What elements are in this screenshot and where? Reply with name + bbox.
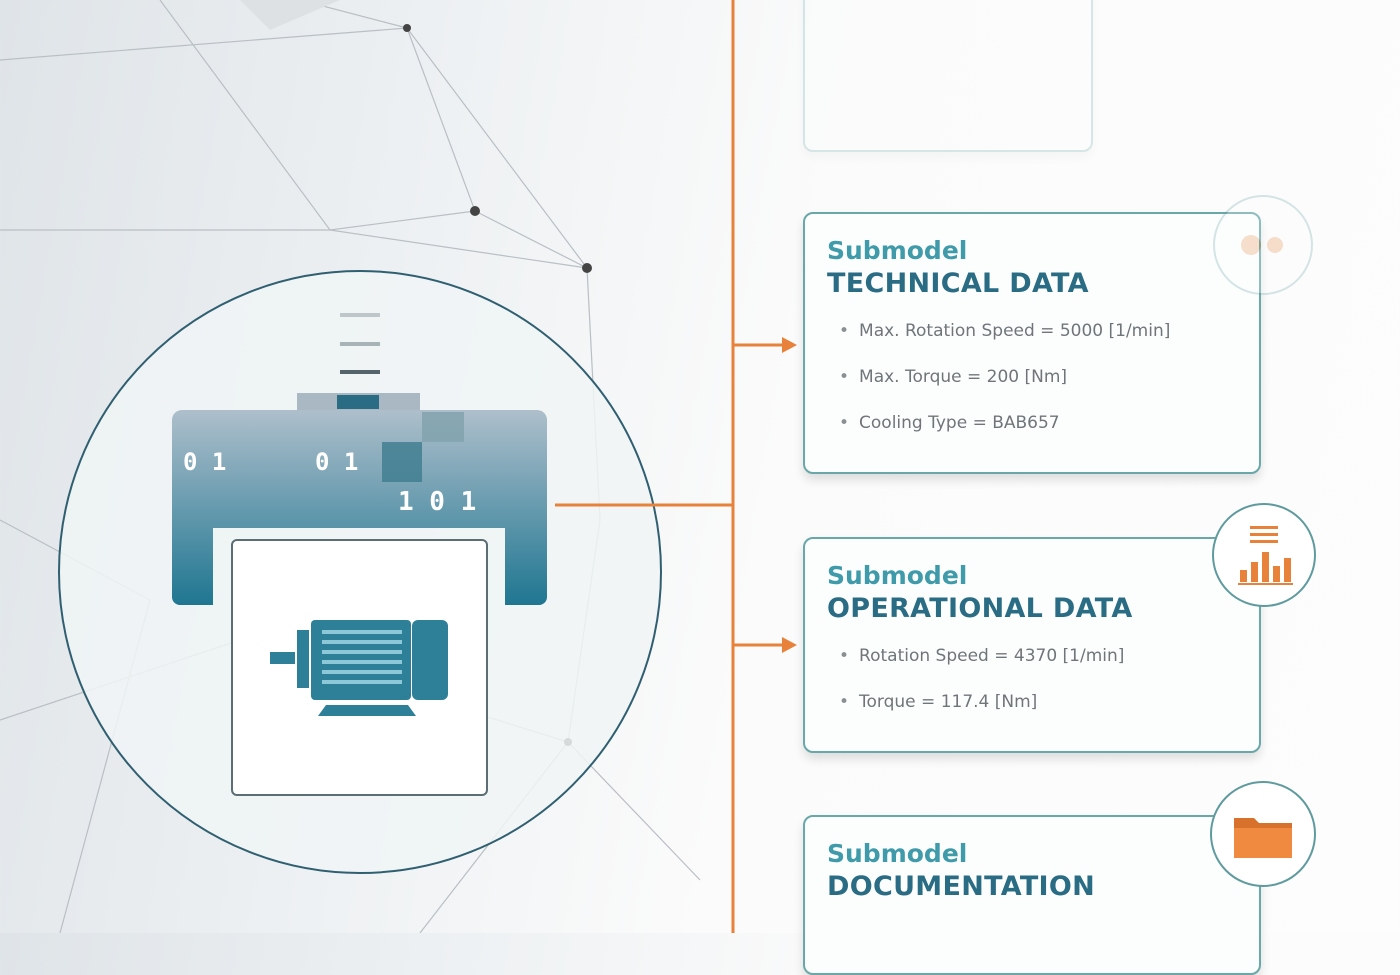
list-item: Cooling Type = BAB657 <box>839 400 1237 446</box>
gears-icon <box>1213 195 1313 295</box>
bits-3: 1 0 1 <box>398 487 476 517</box>
card-title: DOCUMENTATION <box>827 871 1096 902</box>
card-subtitle: Submodel <box>827 839 968 868</box>
bits-2: 0 1 <box>315 448 358 476</box>
bar-chart-icon <box>1212 503 1316 607</box>
card-title: OPERATIONAL DATA <box>827 593 1133 624</box>
submodel-card-documentation[interactable]: Submodel DOCUMENTATION <box>803 815 1261 975</box>
submodel-card-operational-data[interactable]: Submodel OPERATIONAL DATA Rotation Speed… <box>803 537 1261 753</box>
list-item: Torque = 117.4 [Nm] <box>839 679 1237 725</box>
decor-shape <box>240 0 340 30</box>
list-item: Rotation Speed = 4370 [1/min] <box>839 633 1237 679</box>
card-title: TECHNICAL DATA <box>827 268 1089 299</box>
connector-lines <box>555 0 797 933</box>
list-item: Max. Torque = 200 [Nm] <box>839 354 1237 400</box>
list-item: Max. Rotation Speed = 5000 [1/min] <box>839 308 1237 354</box>
submodel-card-faded <box>803 0 1093 152</box>
folder-icon <box>1210 781 1316 887</box>
card-subtitle: Submodel <box>827 236 968 265</box>
submodel-card-technical-data[interactable]: Submodel TECHNICAL DATA Max. Rotation Sp… <box>803 212 1261 474</box>
electric-motor-icon <box>270 620 448 716</box>
card-subtitle: Submodel <box>827 561 968 590</box>
diagram-canvas: 0 1 0 1 1 0 1 <box>0 0 797 933</box>
bits-1: 0 1 <box>183 448 226 476</box>
